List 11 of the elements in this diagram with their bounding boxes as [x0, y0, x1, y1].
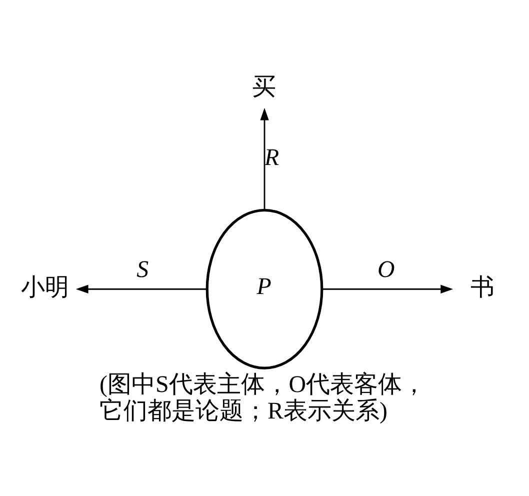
caption: (图中S代表主体，O代表客体，它们都是论题；R表示关系): [100, 371, 426, 424]
node-text: 买: [252, 74, 276, 100]
node-ellipse: P: [206, 208, 324, 369]
node-text: 书: [470, 274, 495, 301]
arrow: [76, 284, 207, 293]
arrow: [260, 107, 269, 210]
arrow: [322, 284, 454, 293]
edge-label: O: [377, 256, 395, 283]
edge-label: R: [264, 144, 280, 170]
node-text: 小明: [21, 274, 70, 301]
edge-label: S: [136, 256, 149, 283]
